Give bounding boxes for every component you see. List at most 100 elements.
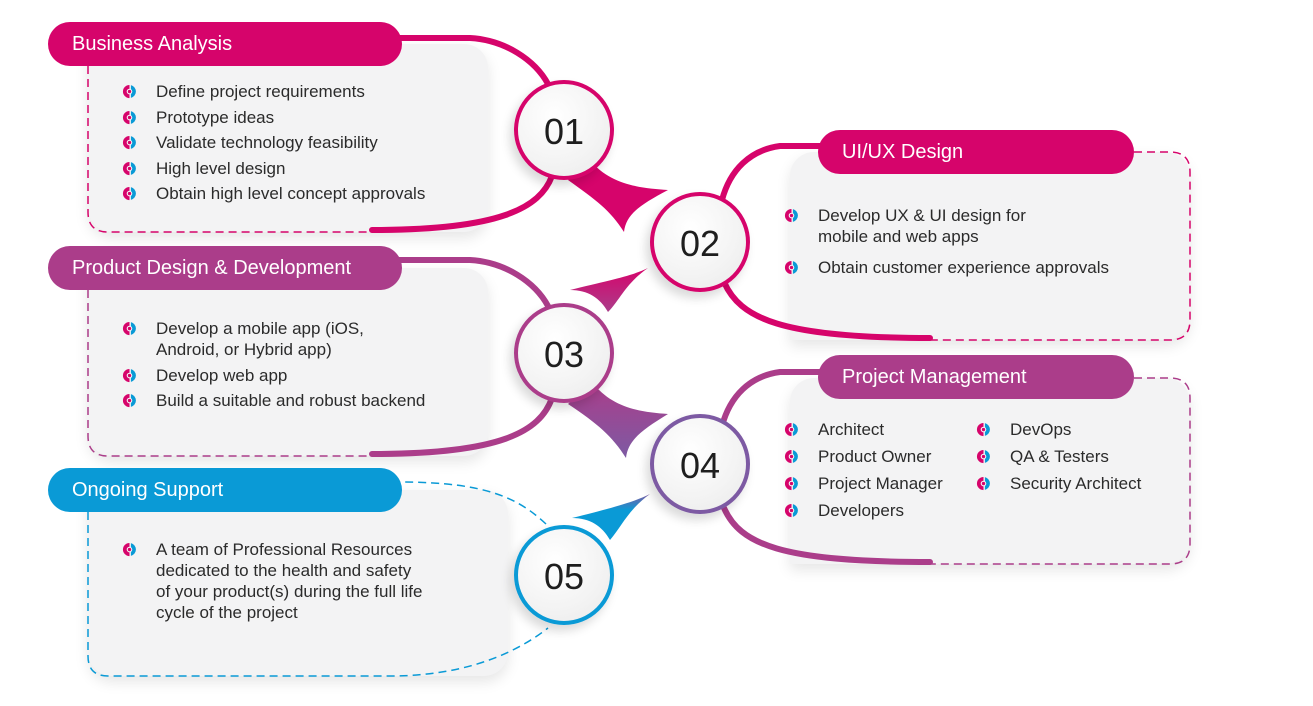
blob-02-03 [570,268,648,312]
heading-product-design-development[interactable]: Product Design & Development [48,246,402,290]
arc-03 [369,257,555,457]
step-number-03: 03 [514,303,614,403]
blob-04-05 [572,494,650,540]
dashed-outline-05 [87,481,549,677]
card-ui-ux-design [790,152,1190,340]
bullet-icon [122,393,136,408]
list-item-text: Security Architect [1010,474,1142,493]
bullet-icon [122,161,136,175]
dashed-outline-02 [930,151,1191,341]
bullet-icon [122,135,136,150]
dashed-outline-04 [930,377,1191,565]
list-item: Define project requirements [122,81,482,102]
bullet-icon [784,260,798,275]
bullet-icon [976,449,990,464]
dashed-outline-03 [87,290,372,457]
list-item-text: dedicated to the health and safety [156,561,412,580]
step-number-label: 05 [543,556,585,597]
arc-02 [719,143,933,341]
step-number-02: 02 [650,192,750,292]
list-item-text: High level design [156,158,286,178]
step-number-05: 05 [514,525,614,625]
heading-business-analysis[interactable]: Business Analysis [48,22,402,66]
list-item: Architect [784,419,974,440]
card-project-management [790,378,1190,564]
list-item-text: A team of Professional Resources [156,540,413,559]
card-business-analysis [88,44,488,232]
bullet-icon [784,208,798,223]
list-item-text: Obtain customer experience approvals [818,258,1110,277]
list-item-text: Prototype ideas [156,107,275,127]
bullet-icon [122,186,136,201]
dashed-outline-01 [87,66,372,233]
list-item-text: Android, or Hybrid app) [156,340,332,359]
list-item-text: Validate technology feasibility [156,133,378,152]
step-number-01: 01 [514,80,614,180]
list-item: High level design [122,158,482,179]
list-ui-ux-design: Develop UX & UI design for mobile and web… [784,205,1164,288]
card-ongoing-support [88,490,508,676]
heading-ongoing-support[interactable]: Ongoing Support [48,468,402,512]
list-item: Develop web app [122,365,482,386]
heading-label: Business Analysis [72,33,233,55]
list-item-text: Obtain high level concept approvals [156,184,426,203]
list-item: Develop UX & UI design for mobile and web… [784,205,1164,247]
heading-label: Ongoing Support [72,479,224,501]
list-item-text: Define project requirements [156,82,365,101]
bullet-icon [784,476,798,491]
step-number-label: 04 [679,445,721,486]
heading-label: Product Design & Development [72,257,352,279]
list-item: Develop a mobile app (iOS,Android, or Hy… [122,318,482,360]
list-item: A team of Professional Resources dedicate… [122,539,482,623]
list-item-text: Developers [818,501,904,520]
step-number-label: 02 [679,223,721,264]
card-product-design [88,268,488,456]
blob-01-02 [568,160,668,232]
list-item: Validate technology feasibility [122,132,482,153]
list-item-text: Develop UX & UI design for [818,206,1026,225]
list-item-text: Develop web app [156,365,288,385]
bullet-icon [976,476,990,491]
list-item-text: cycle of the project [156,603,298,622]
bullet-icon [784,422,798,437]
list-item-text: Build a suitable and robust backend [156,391,426,410]
list-item: Obtain customer experience approvals [784,257,1164,278]
list-item-text: Project Manager [818,474,943,493]
heading-ui-ux-design[interactable]: UI/UX Design [818,130,1134,174]
list-item: Prototype ideas [122,107,482,128]
bullet-icon [122,84,136,99]
blob-03-04 [568,382,668,458]
list-item: QA & Testers [976,446,1176,467]
list-item-text: DevOps [1010,420,1072,439]
heading-project-management[interactable]: Project Management [818,355,1134,399]
step-number-label: 03 [543,334,585,375]
list-item-text: Product Owner [818,447,932,466]
bullet-icon [784,449,798,464]
list-product-design: Develop a mobile app (iOS,Android, or Hy… [122,318,482,416]
list-item-text: mobile and web apps [818,227,979,246]
list-ongoing-support: A team of Professional Resources dedicate… [122,539,482,628]
list-item: Build a suitable and robust backend [122,390,482,411]
bullet-icon [976,422,990,437]
arc-04 [719,369,933,565]
list-item: Security Architect [976,473,1176,494]
heading-label: Project Management [842,366,1027,388]
list-item-text: of your product(s) during the full life [156,582,423,601]
bullet-icon [784,503,798,518]
list-item: Product Owner [784,446,974,467]
bullet-icon [122,110,136,124]
list-item: Project Manager [784,473,974,494]
heading-label: UI/UX Design [842,141,964,163]
list-item-text: Architect [818,420,885,439]
step-number-04: 04 [650,414,750,514]
list-item-text: QA & Testers [1010,447,1109,466]
arc-01 [369,35,555,233]
list-item: DevOps [976,419,1176,440]
list-item: Obtain high level concept approvals [122,183,482,204]
bullet-icon [122,321,136,336]
